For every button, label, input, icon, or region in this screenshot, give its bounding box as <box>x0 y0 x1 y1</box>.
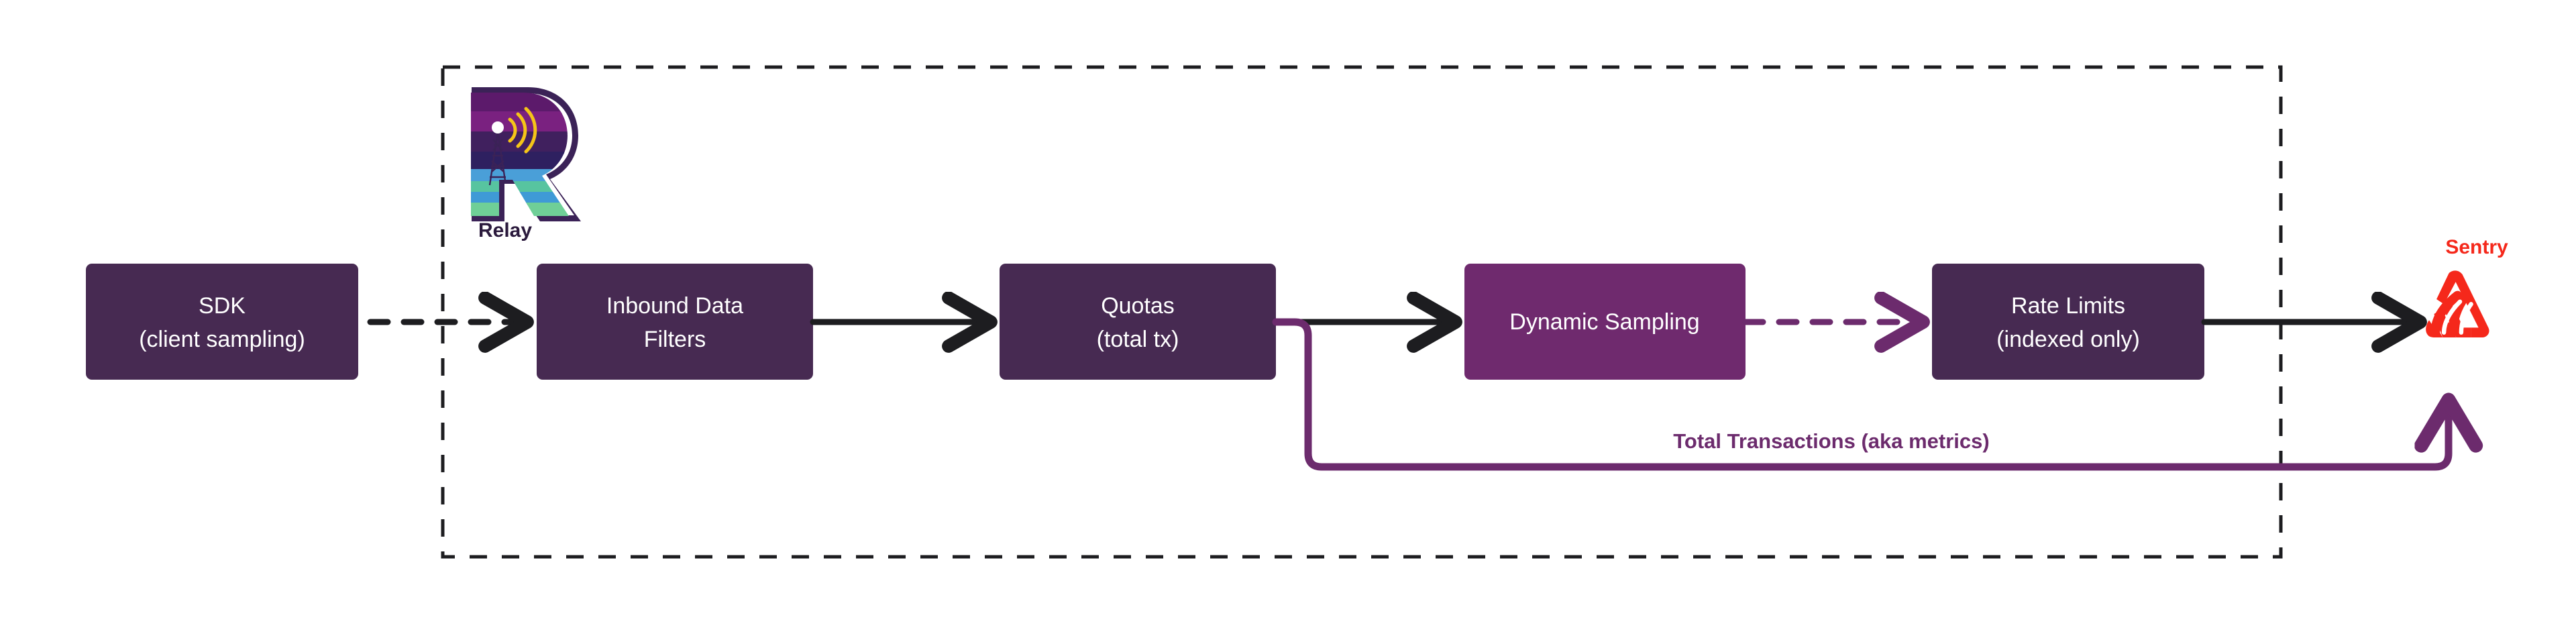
node-inbound-data-filters[interactable]: Inbound Data Filters <box>537 264 813 380</box>
node-quotas-label-line1: Quotas <box>1101 293 1175 319</box>
edge-metrics-label: Total Transactions (aka metrics) <box>1673 429 1989 453</box>
edge-quotas-to-sentry-metrics <box>1272 318 2449 471</box>
node-sdk-label-line2: (client sampling) <box>139 327 305 352</box>
node-rate-limits-label-line1: Rate Limits <box>2011 293 2125 319</box>
node-inbound-data-filters-label-line1: Inbound Data <box>606 293 743 319</box>
node-inbound-data-filters-label-line2: Filters <box>644 327 706 352</box>
node-quotas-label-line2: (total tx) <box>1097 327 1179 352</box>
node-quotas[interactable]: Quotas (total tx) <box>1000 264 1276 380</box>
sentry-logo: Sentry <box>2426 236 2508 338</box>
node-rate-limits-label-line2: (indexed only) <box>1996 327 2140 352</box>
node-sdk-label-line1: SDK <box>199 293 246 319</box>
sentry-logo-label: Sentry <box>2445 236 2508 258</box>
node-dynamic-sampling-label: Dynamic Sampling <box>1509 309 1699 335</box>
node-rate-limits[interactable]: Rate Limits (indexed only) <box>1932 264 2204 380</box>
node-sdk[interactable]: SDK (client sampling) <box>86 264 358 380</box>
node-dynamic-sampling[interactable]: Dynamic Sampling <box>1464 264 1746 380</box>
relay-logo: Relay <box>471 87 581 241</box>
relay-logo-label: Relay <box>478 219 532 241</box>
relay-boundary-box <box>441 65 2283 559</box>
